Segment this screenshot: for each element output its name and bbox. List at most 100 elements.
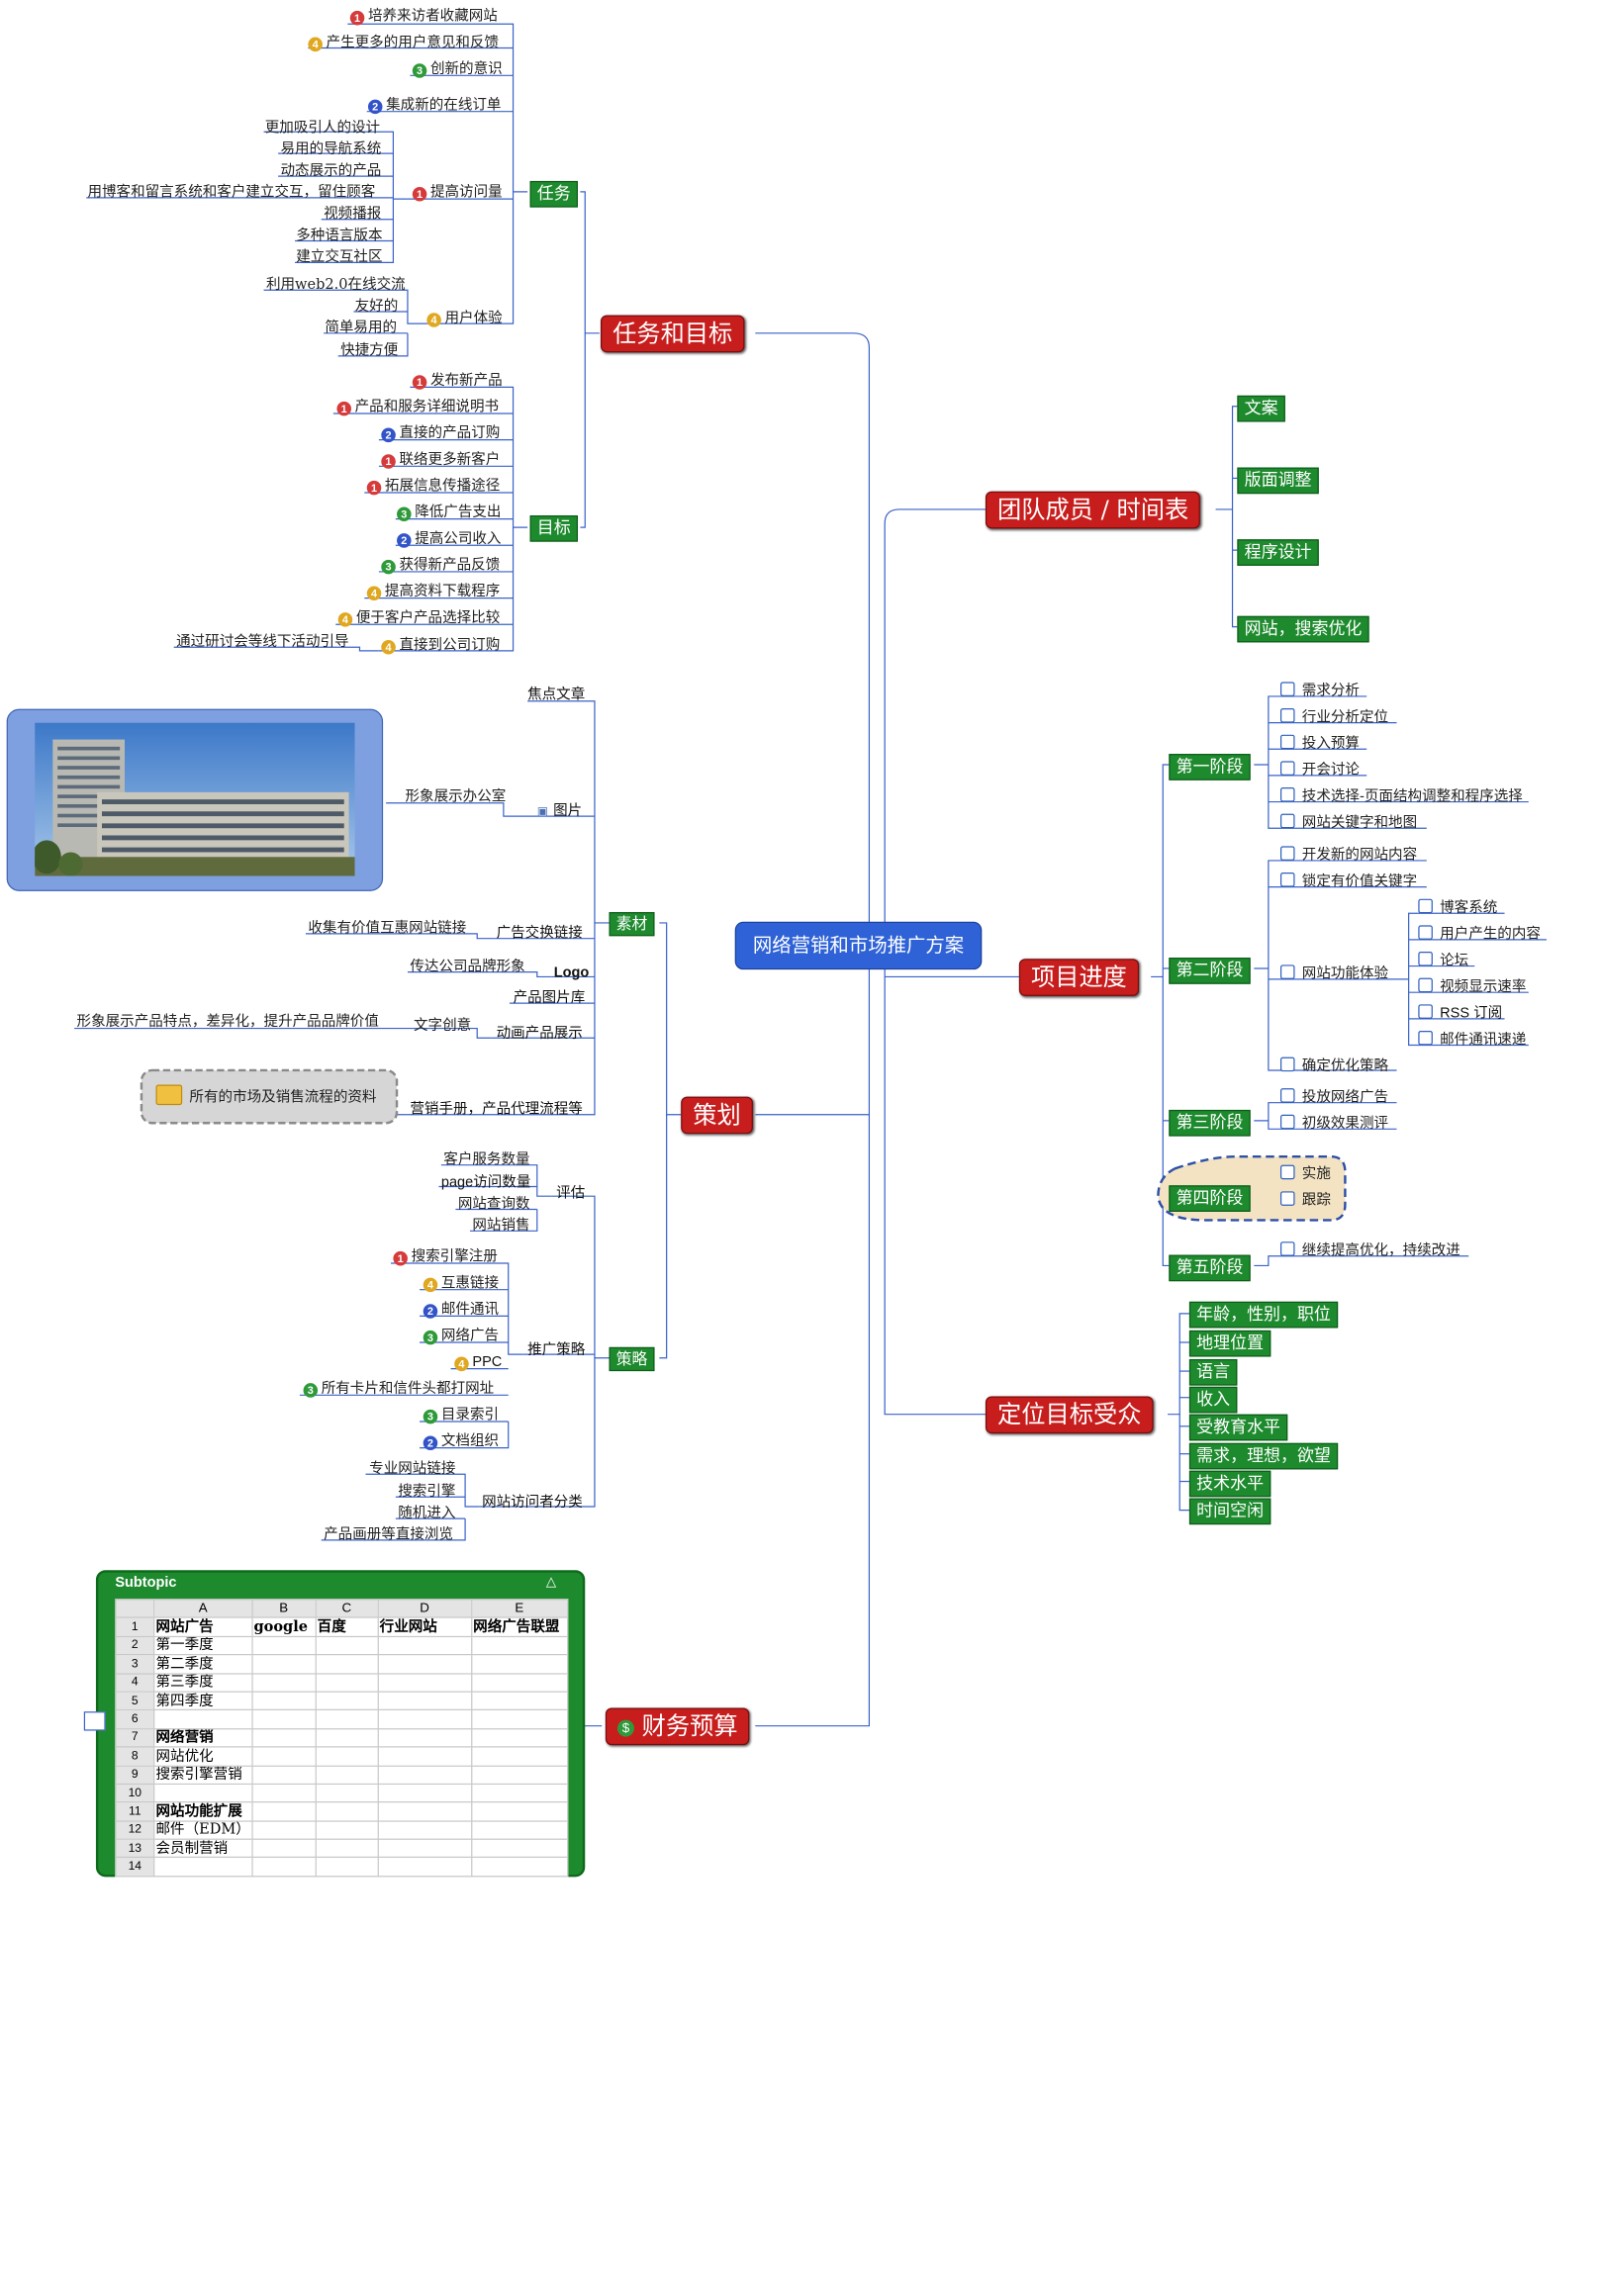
table-cell[interactable] <box>315 1654 379 1675</box>
table-cell[interactable] <box>251 1857 317 1878</box>
table-cell[interactable] <box>377 1857 472 1878</box>
stage-task[interactable]: 投放网络广告 <box>1279 1088 1388 1106</box>
audience-item[interactable]: 地理位置 <box>1188 1330 1271 1356</box>
material-anim-grandchild[interactable]: 形象展示产品特点，差异化，提升产品品牌价值 <box>76 1012 379 1030</box>
checkbox-icon[interactable] <box>1279 682 1295 696</box>
visitor-child[interactable]: 专业网站链接 <box>369 1459 456 1477</box>
stage-5[interactable]: 第五阶段 <box>1169 1254 1251 1281</box>
stage-subtask[interactable]: 博客系统 <box>1418 898 1497 917</box>
topic-task-goal[interactable]: 任务和目标 <box>601 315 745 353</box>
checkbox-icon[interactable] <box>1279 872 1295 887</box>
stage-subtask[interactable]: 用户产生的内容 <box>1418 925 1541 943</box>
stage-subtask[interactable]: 论坛 <box>1418 952 1468 969</box>
subtopic-task[interactable]: 任务 <box>529 180 578 208</box>
checkbox-icon[interactable] <box>1279 708 1295 723</box>
table-cell[interactable]: 网站优化 <box>153 1746 253 1767</box>
stage-subtask[interactable]: 视频显示速率 <box>1418 977 1526 996</box>
topic-audience[interactable]: 定位目标受众 <box>985 1396 1154 1434</box>
table-cell[interactable] <box>377 1801 472 1822</box>
table-cell[interactable] <box>470 1654 568 1675</box>
material-manual[interactable]: 营销手册，产品代理流程等 <box>410 1100 583 1118</box>
team-member[interactable]: 程序设计 <box>1237 539 1319 566</box>
table-cell[interactable] <box>153 1709 253 1730</box>
table-cell[interactable] <box>315 1838 379 1859</box>
table-cell[interactable] <box>251 1801 317 1822</box>
table-cell[interactable] <box>377 1709 472 1730</box>
stage-task[interactable]: 跟踪 <box>1279 1191 1331 1209</box>
table-cell[interactable] <box>470 1820 568 1840</box>
table-cell[interactable] <box>470 1838 568 1859</box>
table-cell[interactable] <box>251 1765 317 1785</box>
team-member[interactable]: 文案 <box>1237 395 1285 421</box>
stage-task[interactable]: 实施 <box>1279 1164 1331 1183</box>
table-cell[interactable] <box>153 1783 253 1803</box>
material-logo[interactable]: Logo <box>553 964 590 981</box>
collapse-icon[interactable]: △ <box>545 1573 557 1590</box>
table-cell[interactable] <box>377 1820 472 1840</box>
material-exchange-child[interactable]: 收集有价值互惠网站链接 <box>308 919 467 937</box>
subtopic-goal[interactable]: 目标 <box>529 514 578 542</box>
checkbox-icon[interactable] <box>1279 1056 1295 1072</box>
checkbox-icon[interactable] <box>1279 964 1295 979</box>
eval-child[interactable]: 网站查询数 <box>457 1194 530 1212</box>
table-cell[interactable]: 第二季度 <box>153 1654 253 1675</box>
stage-task[interactable]: 开会讨论 <box>1279 761 1360 779</box>
checkbox-icon[interactable] <box>1279 761 1295 776</box>
stage-task[interactable]: 网站关键字和地图 <box>1279 813 1417 832</box>
ux-child[interactable]: 简单易用的 <box>325 319 398 336</box>
table-cell[interactable] <box>377 1746 472 1767</box>
table-cell[interactable] <box>470 1672 568 1693</box>
table-cell[interactable] <box>377 1765 472 1785</box>
audience-item[interactable]: 需求，理想，欲望 <box>1188 1442 1339 1469</box>
eval-child[interactable]: 客户服务数量 <box>443 1150 530 1168</box>
table-cell[interactable]: 第四季度 <box>153 1691 253 1711</box>
checkbox-icon[interactable] <box>1418 977 1433 993</box>
ux-child[interactable]: 友好的 <box>354 297 399 315</box>
table-cell[interactable] <box>377 1783 472 1803</box>
checkbox-icon[interactable] <box>1279 734 1295 750</box>
table-cell[interactable] <box>315 1820 379 1840</box>
table-cell[interactable] <box>251 1783 317 1803</box>
eval-child[interactable]: page访问数量 <box>440 1173 531 1191</box>
checkbox-icon[interactable] <box>1418 952 1433 966</box>
table-cell[interactable] <box>251 1709 317 1730</box>
spreadsheet-icon[interactable] <box>83 1711 106 1731</box>
checkbox-icon[interactable] <box>1279 846 1295 861</box>
audience-item[interactable]: 受教育水平 <box>1188 1414 1288 1440</box>
table-cell[interactable] <box>251 1635 317 1656</box>
visitor-child[interactable]: 产品画册等直接浏览 <box>324 1525 454 1543</box>
table-cell[interactable] <box>377 1672 472 1693</box>
table-cell[interactable]: 会员制营销 <box>153 1838 253 1859</box>
table-cell[interactable] <box>470 1746 568 1767</box>
table-cell[interactable]: 第一季度 <box>153 1635 253 1656</box>
material-logo-child[interactable]: 传达公司品牌形象 <box>410 958 525 975</box>
checkbox-icon[interactable] <box>1279 1088 1295 1103</box>
table-cell[interactable]: 网站功能扩展 <box>153 1801 253 1822</box>
table-cell[interactable] <box>315 1709 379 1730</box>
table-cell[interactable] <box>377 1635 472 1656</box>
ux-child[interactable]: 利用web2.0在线交流 <box>265 275 406 293</box>
table-cell[interactable] <box>470 1783 568 1803</box>
material-anim[interactable]: 动画产品展示 <box>496 1024 583 1042</box>
goal-item-child[interactable]: 通过研讨会等线下活动引导 <box>176 632 349 650</box>
table-cell[interactable] <box>377 1654 472 1675</box>
stage-subtask[interactable]: 邮件通讯速递 <box>1418 1030 1526 1049</box>
ux-child[interactable]: 快捷方便 <box>340 341 399 359</box>
topic-progress[interactable]: 项目进度 <box>1018 959 1140 996</box>
material-focus[interactable]: 焦点文章 <box>527 686 586 702</box>
table-cell[interactable] <box>315 1691 379 1711</box>
topic-budget[interactable]: $ 财务预算 <box>605 1707 750 1746</box>
table-cell[interactable] <box>315 1857 379 1878</box>
